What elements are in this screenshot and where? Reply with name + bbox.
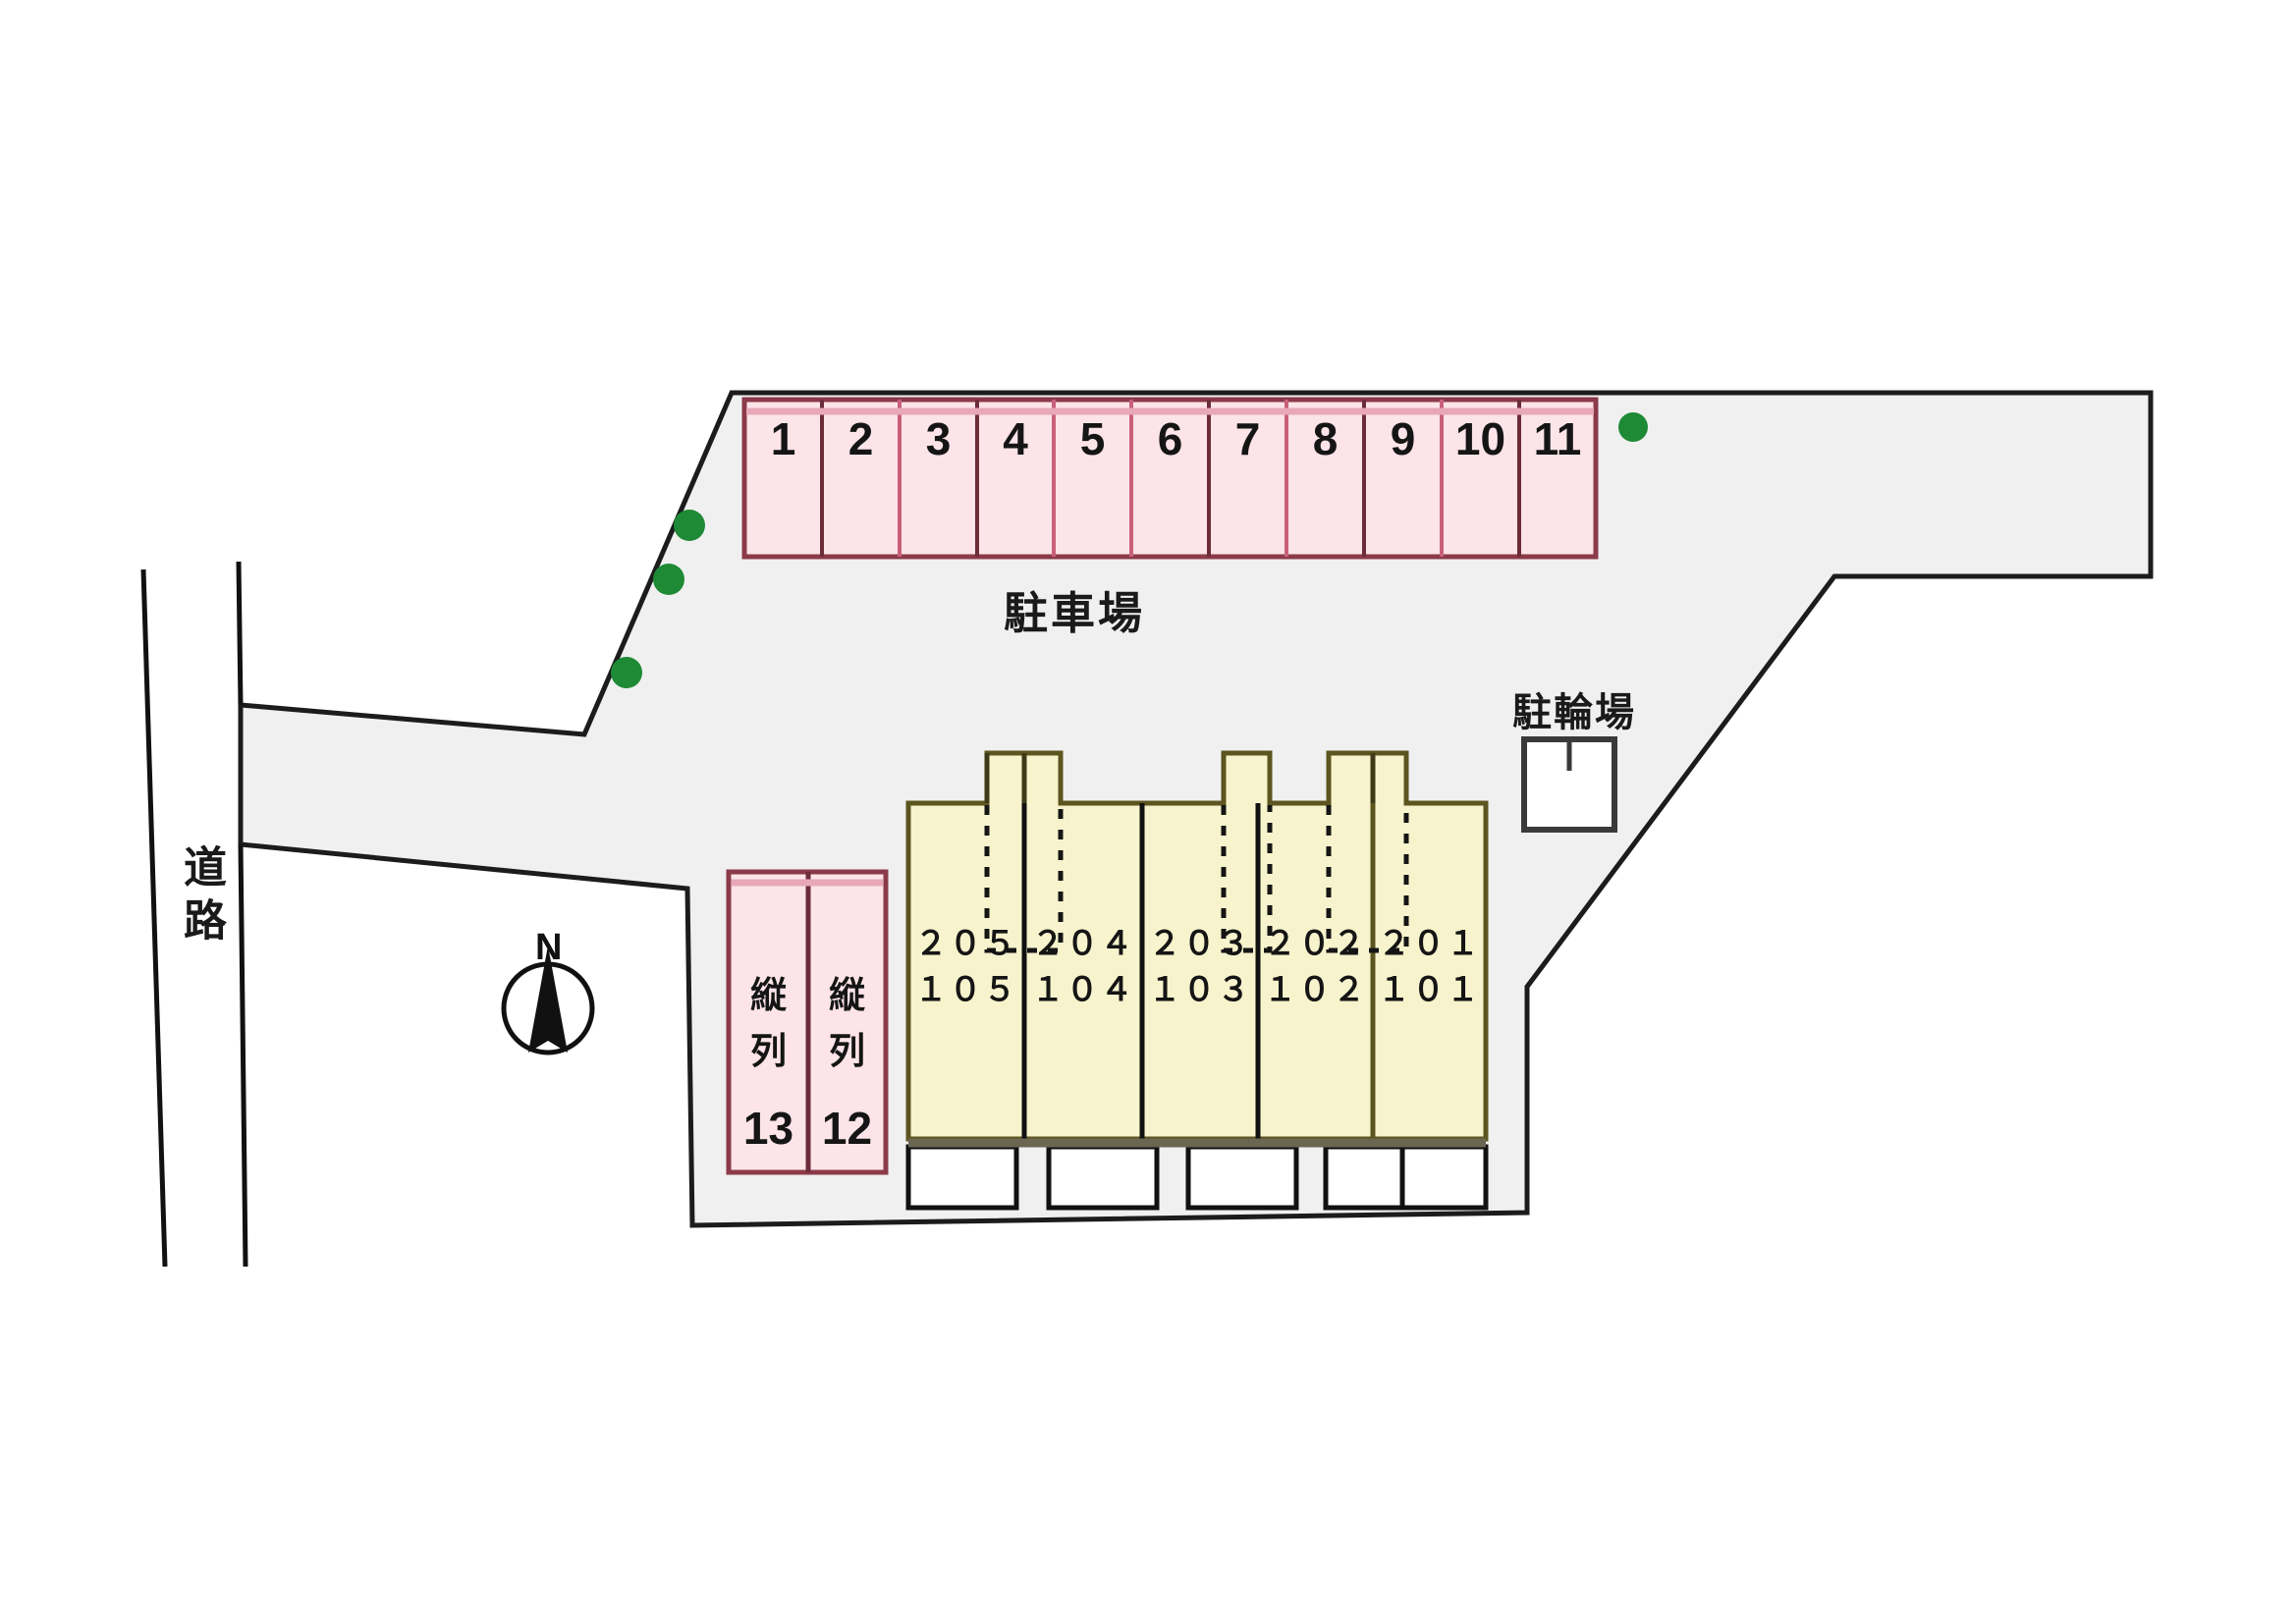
unit-upper-number: ２０１: [1378, 925, 1481, 961]
road-label: 道路: [176, 844, 226, 950]
compass-north-label: N: [535, 927, 563, 968]
tree-icon: [1618, 412, 1648, 442]
unit-label-202-102[interactable]: ２０２ １０２: [1258, 921, 1373, 1013]
balcony: [1399, 1144, 1489, 1211]
compass-rose-group: [501, 946, 595, 1055]
tandem-stall-number: 13: [742, 1102, 794, 1154]
tandem-stall-13[interactable]: 縦 列 13: [729, 967, 808, 1155]
tandem-parking-group: [726, 869, 889, 1175]
bicycle-parking-label: 駐輪場: [1512, 690, 1636, 735]
unit-lower-number: １０１: [1378, 970, 1481, 1007]
tandem-kanji-line2: 列: [829, 1030, 865, 1073]
compass-needle-icon: [528, 946, 568, 1053]
parking-stall-number[interactable]: 6: [1157, 413, 1183, 464]
tree-icon: [674, 510, 705, 541]
unit-lower-number: １０２: [1264, 970, 1367, 1007]
balcony-group: [905, 1144, 1489, 1211]
unit-label-204-104[interactable]: ２０４ １０４: [1024, 921, 1142, 1013]
balcony: [1185, 1144, 1299, 1211]
building-group: [905, 750, 1489, 1211]
unit-upper-number: ２０４: [1031, 925, 1135, 961]
parking-row-body: [741, 397, 1599, 560]
road-left-edge: [140, 568, 168, 1268]
parking-stall-number[interactable]: 1: [770, 413, 796, 464]
road-right-edge-lower: [238, 843, 248, 1268]
tandem-kanji-line1: 縦: [750, 974, 787, 1016]
tree-icon: [653, 564, 684, 595]
parking-stall-number[interactable]: 3: [925, 413, 952, 464]
building-upper-outline: [905, 750, 1489, 1142]
parking-stall-number[interactable]: 4: [1003, 413, 1028, 464]
tandem-kanji-line1: 縦: [829, 974, 865, 1016]
balcony: [1046, 1144, 1160, 1211]
tandem-stall-number: 12: [821, 1102, 873, 1154]
tree-group: [611, 412, 1648, 688]
balcony: [905, 1144, 1019, 1211]
parking-stall-number[interactable]: 7: [1234, 413, 1261, 464]
unit-upper-number: ２０５: [914, 925, 1018, 961]
road-group: [140, 561, 248, 1268]
parking-lot-label: 駐車場: [1004, 587, 1146, 639]
parking-stall-number[interactable]: 11: [1533, 413, 1582, 464]
unit-label-201-101[interactable]: ２０１ １０１: [1373, 921, 1486, 1013]
parking-stall-number[interactable]: 5: [1079, 413, 1106, 464]
tree-icon: [611, 657, 642, 688]
unit-lower-number: １０４: [1031, 970, 1135, 1007]
stair-dashed-group: [984, 805, 1409, 953]
unit-label-203-103[interactable]: ２０３ １０３: [1142, 921, 1258, 1013]
unit-upper-number: ２０３: [1148, 925, 1252, 961]
parking-stall-number[interactable]: 9: [1390, 413, 1416, 464]
unit-label-205-105[interactable]: ２０５ １０５: [908, 921, 1024, 1013]
parking-stall-number[interactable]: 10: [1454, 413, 1506, 464]
road-right-edge-upper: [236, 561, 244, 706]
parking-stall-number[interactable]: 2: [847, 413, 874, 464]
tandem-kanji-line2: 列: [750, 1030, 787, 1073]
unit-lower-number: １０５: [914, 970, 1018, 1007]
parking-row-group: [741, 397, 1599, 560]
bicycle-parking-group: [1521, 736, 1617, 833]
parking-stall-number[interactable]: 8: [1312, 413, 1339, 464]
unit-lower-number: １０３: [1148, 970, 1252, 1007]
tandem-stall-12[interactable]: 縦 列 12: [808, 967, 886, 1155]
unit-upper-number: ２０２: [1264, 925, 1367, 961]
